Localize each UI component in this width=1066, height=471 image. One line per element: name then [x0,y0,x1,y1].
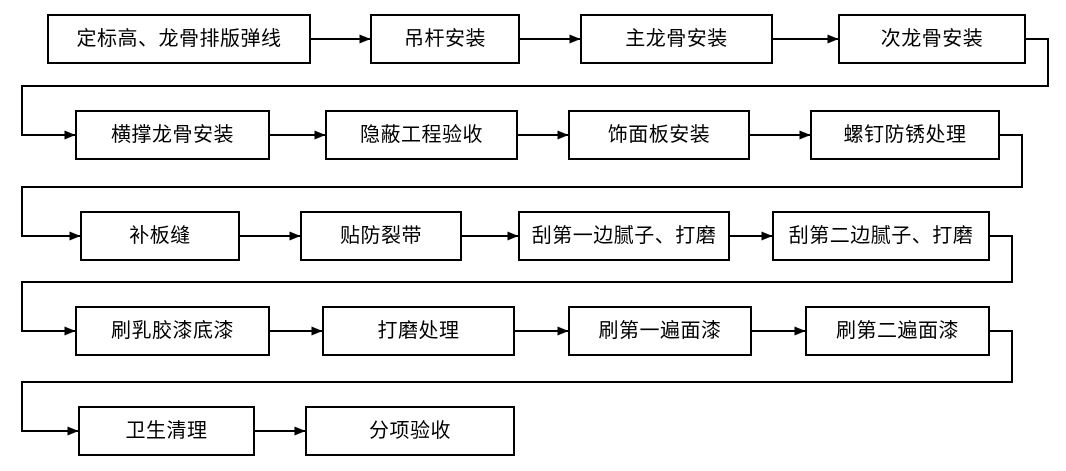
flow-node-label: 刷第一遍面漆 [598,320,722,342]
connector-group [21,34,1049,436]
flow-node-n7[interactable]: 饰面板安装 [568,110,750,160]
wrap-connector-n16-to-n17 [21,330,1013,436]
flow-node-n9[interactable]: 补板缝 [80,211,240,261]
flow-node-label: 打磨处理 [377,320,460,342]
flow-node-label: 刷第二遍面漆 [836,320,959,342]
wrap-connector-n4-to-n5 [21,38,1049,140]
flow-node-n10[interactable]: 贴防裂带 [300,211,462,261]
flow-node-n14[interactable]: 打磨处理 [322,306,515,356]
wrap-connector-n12-to-n13 [21,235,1013,336]
flow-node-label: 主龙骨安装 [625,28,728,50]
flow-node-n13[interactable]: 刷乳胶漆底漆 [75,306,270,356]
flow-node-label: 分项验收 [369,420,451,442]
flow-node-n5[interactable]: 横撑龙骨安装 [75,110,270,160]
flow-node-label: 隐蔽工程验收 [360,124,483,146]
flow-node-n3[interactable]: 主龙骨安装 [580,14,773,64]
flow-node-n15[interactable]: 刷第一遍面漆 [568,306,752,356]
flow-node-n4[interactable]: 次龙骨安装 [838,14,1026,64]
flow-node-label: 横撑龙骨安装 [111,124,234,146]
flow-node-label: 吊杆安装 [404,28,486,50]
flow-node-n12[interactable]: 刮第二边腻子、打磨 [772,211,990,261]
flow-node-n1[interactable]: 定标高、龙骨排版弹线 [47,14,311,64]
flow-node-label: 卫生清理 [125,420,208,442]
flow-node-label: 贴防裂带 [340,225,422,247]
flow-node-label: 螺钉防锈处理 [843,124,967,146]
flow-node-label: 刷乳胶漆底漆 [111,320,234,342]
flow-node-n8[interactable]: 螺钉防锈处理 [810,110,1000,160]
wrap-connector-n8-to-n9 [21,134,1023,241]
flow-node-n11[interactable]: 刮第一边腻子、打磨 [518,211,730,261]
flow-node-n18[interactable]: 分项验收 [305,406,515,456]
flow-node-n2[interactable]: 吊杆安装 [370,14,520,64]
flow-node-label: 补板缝 [129,225,191,247]
flow-node-label: 刮第二边腻子、打磨 [788,225,974,247]
flow-node-label: 定标高、龙骨排版弹线 [76,28,282,50]
flow-node-n16[interactable]: 刷第二遍面漆 [805,306,990,356]
flow-node-label: 饰面板安装 [607,124,711,146]
flow-node-label: 刮第一边腻子、打磨 [531,225,717,247]
flow-node-label: 次龙骨安装 [880,28,984,50]
flow-node-n6[interactable]: 隐蔽工程验收 [325,110,518,160]
flow-node-n17[interactable]: 卫生清理 [78,406,255,456]
